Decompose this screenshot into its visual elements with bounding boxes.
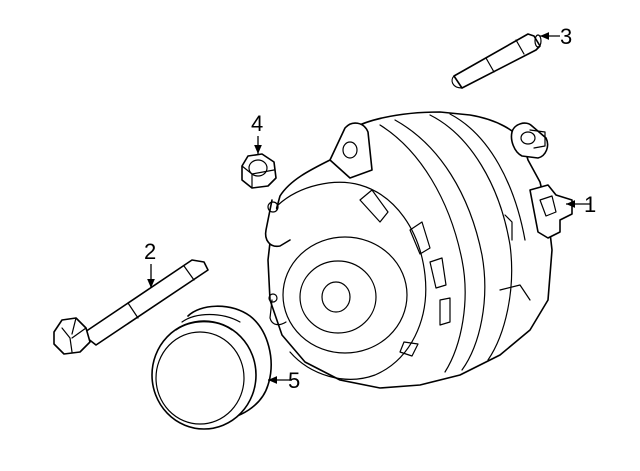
callout-label-1: 1 [584,192,596,217]
callout-label-2: 2 [144,239,156,264]
pulley-part [151,305,272,430]
alternator-part [264,111,573,389]
callout-label-4: 4 [251,111,263,136]
callout-label-3: 3 [560,24,572,49]
nut-part [241,153,277,189]
callout-label-5: 5 [288,368,300,393]
long-bolt-part [53,259,209,355]
stud-bolt-part [451,33,542,89]
